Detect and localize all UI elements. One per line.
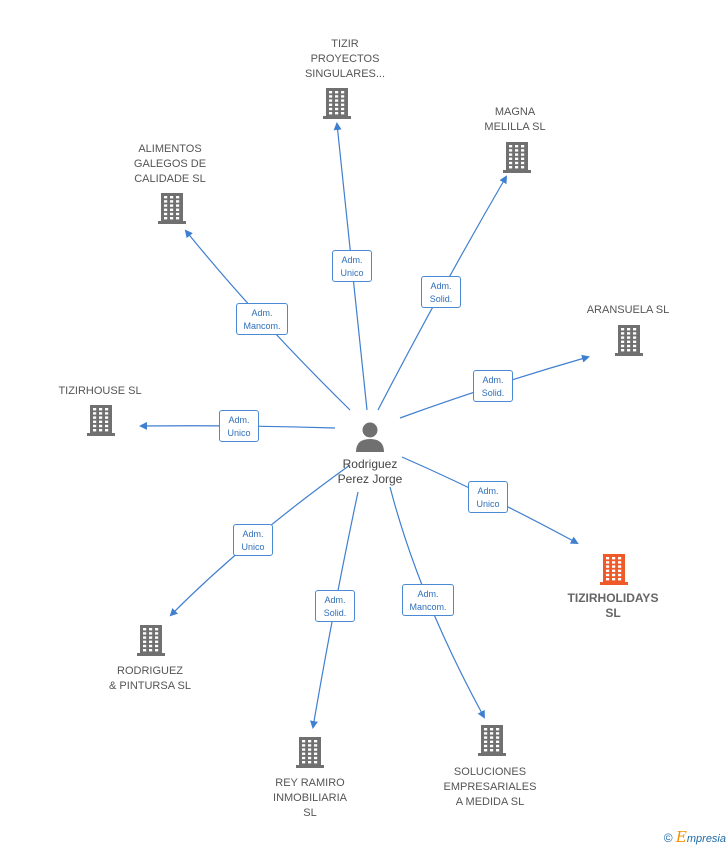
company-label-rey[interactable]: REY RAMIRO INMOBILIARIA SL <box>250 776 370 821</box>
edge-label-soluciones[interactable]: Adm. Mancom. <box>402 584 454 616</box>
edge-role-line: Adm. <box>417 589 439 599</box>
building-icon[interactable] <box>615 325 643 356</box>
company-label-line: REY RAMIRO <box>275 777 345 789</box>
edge-label-rey[interactable]: Adm. Solid. <box>315 590 355 622</box>
company-label-line: CALIDADE SL <box>134 173 206 185</box>
company-label-rodriguez[interactable]: RODRIGUEZ & PINTURSA SL <box>90 664 210 694</box>
person-name-line: Rodriguez <box>342 457 398 471</box>
edge-role-line: Adm. <box>430 281 452 291</box>
company-label-line: & PINTURSA SL <box>109 680 191 692</box>
edge-role-line: Solid. <box>481 388 505 398</box>
company-label-line: TIZIR <box>331 38 359 50</box>
edge-role-line: Unico <box>227 428 251 438</box>
company-label-line: EMPRESARIALES <box>443 781 537 793</box>
company-label-line: ALIMENTOS <box>138 143 202 155</box>
company-label-line: TIZIRHOLIDAYS <box>567 591 659 605</box>
person-icon[interactable] <box>356 422 384 453</box>
building-icon[interactable] <box>478 725 506 756</box>
copyright-symbol: © <box>663 831 673 845</box>
company-label-line: GALEGOS DE <box>133 158 207 170</box>
edge-label-aransuela[interactable]: Adm. Solid. <box>473 370 513 402</box>
edge-label-alimentos[interactable]: Adm. Mancom. <box>236 303 288 335</box>
brand-initial: E <box>675 828 687 846</box>
building-icon[interactable] <box>296 737 324 768</box>
building-icon[interactable] <box>323 88 351 119</box>
company-label-line: SOLUCIONES <box>453 766 527 778</box>
building-icon[interactable] <box>158 193 186 224</box>
edge-role-line: Mancom. <box>409 602 447 612</box>
building-icon[interactable] <box>137 625 165 656</box>
company-label-line: INMOBILIARIA <box>273 792 347 804</box>
company-label-tizirhouse[interactable]: TIZIRHOUSE SL <box>40 384 160 399</box>
company-label-line: ARANSUELA SL <box>586 304 670 316</box>
company-label-magna[interactable]: MAGNA MELILLA SL <box>455 105 575 135</box>
company-label-aransuela[interactable]: ARANSUELA SL <box>568 303 688 318</box>
edge-role-line: Unico <box>340 268 364 278</box>
company-label-line: SL <box>303 807 317 819</box>
company-label-line: RODRIGUEZ <box>117 665 183 677</box>
company-label-line: MELILLA SL <box>484 121 546 133</box>
person-name-line: Perez Jorge <box>337 472 403 486</box>
company-label-line: PROYECTOS <box>310 53 380 65</box>
company-label-alimentos[interactable]: ALIMENTOS GALEGOS DE CALIDADE SL <box>110 142 230 187</box>
edge-role-line: Unico <box>476 499 500 509</box>
edge-label-magna[interactable]: Adm. Solid. <box>421 276 461 308</box>
company-label-line: SINGULARES... <box>304 68 386 80</box>
edge-label-tizirholidays[interactable]: Adm. Unico <box>468 481 508 513</box>
copyright-brand: © Empresia <box>664 828 726 846</box>
edge-role-line: Adm. <box>242 529 264 539</box>
edge-role-line: Adm. <box>482 375 504 385</box>
company-label-line: A MEDIDA SL <box>455 796 525 808</box>
edge-role-line: Mancom. <box>243 321 281 331</box>
company-label-soluciones[interactable]: SOLUCIONES EMPRESARIALES A MEDIDA SL <box>430 765 550 810</box>
company-label-line: TIZIRHOUSE SL <box>58 385 142 397</box>
brand-name: mpresia <box>686 833 726 845</box>
edge-role-line: Unico <box>241 542 265 552</box>
building-icon[interactable] <box>87 405 115 436</box>
edge-role-line: Solid. <box>323 608 347 618</box>
building-icon[interactable] <box>503 142 531 173</box>
edge-role-line: Adm. <box>341 255 363 265</box>
edge-label-rodriguez[interactable]: Adm. Unico <box>233 524 273 556</box>
edge-role-line: Adm. <box>477 486 499 496</box>
company-label-line: MAGNA <box>494 106 536 118</box>
edge-label-tizirhouse[interactable]: Adm. Unico <box>219 410 259 442</box>
edge-role-line: Adm. <box>251 308 273 318</box>
edge-role-line: Adm. <box>324 595 346 605</box>
company-label-tizir[interactable]: TIZIR PROYECTOS SINGULARES... <box>285 37 405 82</box>
edge-role-line: Solid. <box>429 294 453 304</box>
edge-role-line: Adm. <box>228 415 250 425</box>
company-label-line: SL <box>605 606 621 620</box>
edge-label-tizir[interactable]: Adm. Unico <box>332 250 372 282</box>
building-icon[interactable] <box>600 554 628 585</box>
